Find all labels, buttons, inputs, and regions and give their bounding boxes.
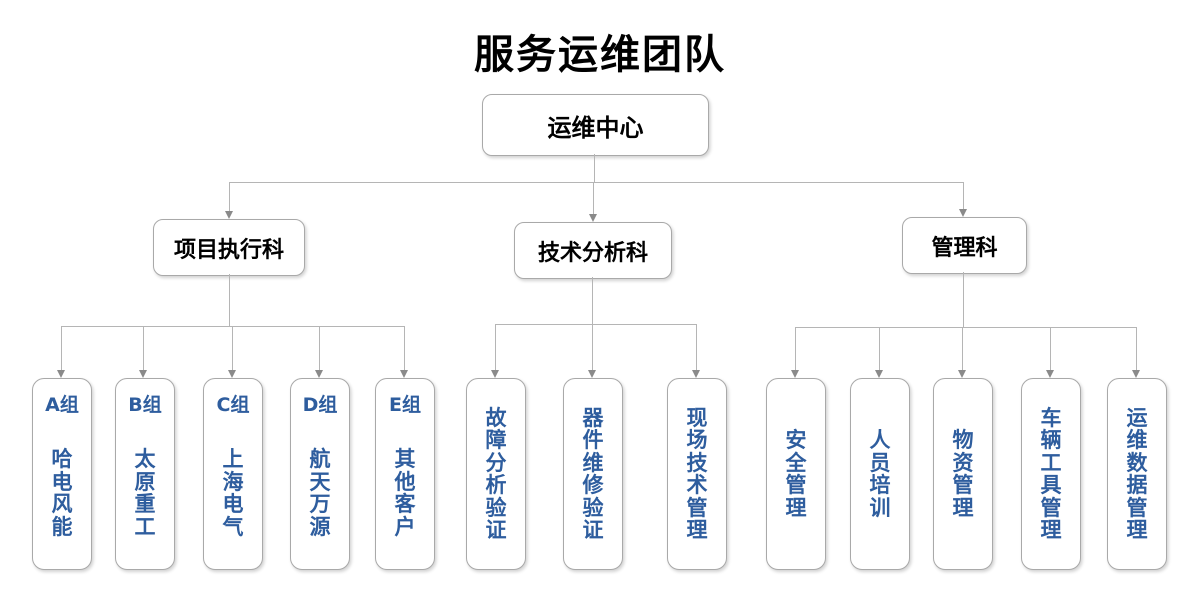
arrowhead-materials	[958, 370, 966, 378]
arrowhead-project-execution	[225, 211, 233, 219]
connector-management-stem	[963, 272, 964, 327]
connector-root-hbar	[229, 182, 963, 183]
connector-drop-vehicle-tools	[1050, 327, 1051, 370]
arrowhead-group-d	[315, 370, 323, 378]
leaf-group-b-tag: B组	[128, 394, 162, 416]
leaf-group-c-namewrap: 上海电气	[221, 417, 245, 569]
leaf-group-a-tag: A组	[45, 394, 79, 416]
arrowhead-group-c	[228, 370, 236, 378]
leaf-device-repair-name: 器件维修验证	[582, 405, 604, 542]
connector-tech-analysis-stem	[592, 277, 593, 324]
leaf-training-name: 人员培训	[869, 428, 891, 520]
leaf-group-d-name: 航天万源	[309, 447, 331, 539]
connector-drop-fault-analysis	[495, 324, 496, 370]
leaf-group-b: B组 太原重工	[115, 378, 175, 570]
leaf-training-namewrap: 人员培训	[868, 379, 892, 569]
connector-management-hbar	[795, 327, 1136, 328]
leaf-group-e-tag: E组	[389, 394, 421, 416]
leaf-group-b-name: 太原重工	[134, 447, 156, 539]
arrowhead-group-a	[57, 370, 65, 378]
leaf-ops-data-name: 运维数据管理	[1126, 405, 1148, 542]
connector-drop-site-tech	[696, 324, 697, 370]
node-ops-center: 运维中心	[482, 94, 709, 156]
node-ops-center-label: 运维中心	[547, 113, 644, 142]
leaf-group-e-name: 其他客户	[394, 447, 416, 539]
leaf-materials-name: 物资管理	[952, 428, 974, 520]
arrowhead-tech-analysis	[589, 214, 597, 222]
connector-drop-materials	[962, 327, 963, 370]
arrowhead-fault-analysis	[491, 370, 499, 378]
leaf-group-d-tag: D组	[302, 394, 338, 416]
leaf-group-a: A组 哈电风能	[32, 378, 92, 570]
node-management: 管理科	[902, 217, 1027, 274]
leaf-materials: 物资管理	[933, 378, 993, 570]
arrowhead-safety	[791, 370, 799, 378]
leaf-group-a-name: 哈电风能	[51, 447, 73, 539]
leaf-group-d-namewrap: 航天万源	[308, 417, 332, 569]
connector-drop-group-b	[143, 326, 144, 370]
arrowhead-training	[875, 370, 883, 378]
connector-drop-device-repair	[592, 324, 593, 370]
leaf-group-c-name: 上海电气	[222, 447, 244, 539]
leaf-ops-data-namewrap: 运维数据管理	[1125, 379, 1149, 569]
node-tech-analysis: 技术分析科	[514, 222, 672, 279]
leaf-materials-namewrap: 物资管理	[951, 379, 975, 569]
leaf-site-tech: 现场技术管理	[667, 378, 727, 570]
leaf-device-repair-namewrap: 器件维修验证	[581, 379, 605, 569]
leaf-group-e-namewrap: 其他客户	[393, 417, 417, 569]
leaf-vehicle-tools: 车辆工具管理	[1021, 378, 1081, 570]
connector-drop-ops-data	[1136, 327, 1137, 370]
leaf-group-c: C组 上海电气	[203, 378, 263, 570]
leaf-group-d: D组 航天万源	[290, 378, 350, 570]
arrowhead-vehicle-tools	[1046, 370, 1054, 378]
leaf-vehicle-tools-name: 车辆工具管理	[1040, 405, 1062, 542]
connector-drop-tech-analysis	[593, 182, 594, 214]
connector-root-stem	[594, 154, 595, 182]
leaf-site-tech-namewrap: 现场技术管理	[685, 379, 709, 569]
leaf-fault-analysis-name: 故障分析验证	[485, 405, 507, 542]
connector-drop-group-a	[61, 326, 62, 370]
leaf-safety: 安全管理	[766, 378, 826, 570]
node-project-execution: 项目执行科	[153, 219, 305, 276]
leaf-site-tech-name: 现场技术管理	[686, 405, 708, 542]
chart-title: 服务运维团队	[474, 32, 726, 78]
node-project-execution-label: 项目执行科	[173, 237, 284, 263]
connector-drop-group-d	[319, 326, 320, 370]
leaf-group-e: E组 其他客户	[375, 378, 435, 570]
connector-drop-group-e	[404, 326, 405, 370]
connector-drop-management	[963, 182, 964, 209]
leaf-device-repair: 器件维修验证	[563, 378, 623, 570]
connector-drop-project-execution	[229, 182, 230, 211]
arrowhead-device-repair	[588, 370, 596, 378]
leaf-ops-data: 运维数据管理	[1107, 378, 1167, 570]
arrowhead-group-b	[139, 370, 147, 378]
node-tech-analysis-label: 技术分析科	[537, 240, 648, 266]
connector-drop-training	[879, 327, 880, 370]
connector-drop-group-c	[232, 326, 233, 370]
leaf-safety-namewrap: 安全管理	[784, 379, 808, 569]
arrowhead-group-e	[400, 370, 408, 378]
leaf-safety-name: 安全管理	[785, 428, 807, 520]
leaf-group-c-tag: C组	[216, 394, 250, 416]
leaf-vehicle-tools-namewrap: 车辆工具管理	[1039, 379, 1063, 569]
connector-tech-analysis-hbar	[495, 324, 696, 325]
arrowhead-management	[959, 209, 967, 217]
connector-project-execution-stem	[229, 274, 230, 326]
leaf-group-b-namewrap: 太原重工	[133, 417, 157, 569]
leaf-group-a-namewrap: 哈电风能	[50, 417, 74, 569]
leaf-training: 人员培训	[850, 378, 910, 570]
arrowhead-site-tech	[692, 370, 700, 378]
arrowhead-ops-data	[1132, 370, 1140, 378]
leaf-fault-analysis: 故障分析验证	[466, 378, 526, 570]
connector-drop-safety	[795, 327, 796, 370]
leaf-fault-analysis-namewrap: 故障分析验证	[484, 379, 508, 569]
node-management-label: 管理科	[931, 235, 998, 261]
